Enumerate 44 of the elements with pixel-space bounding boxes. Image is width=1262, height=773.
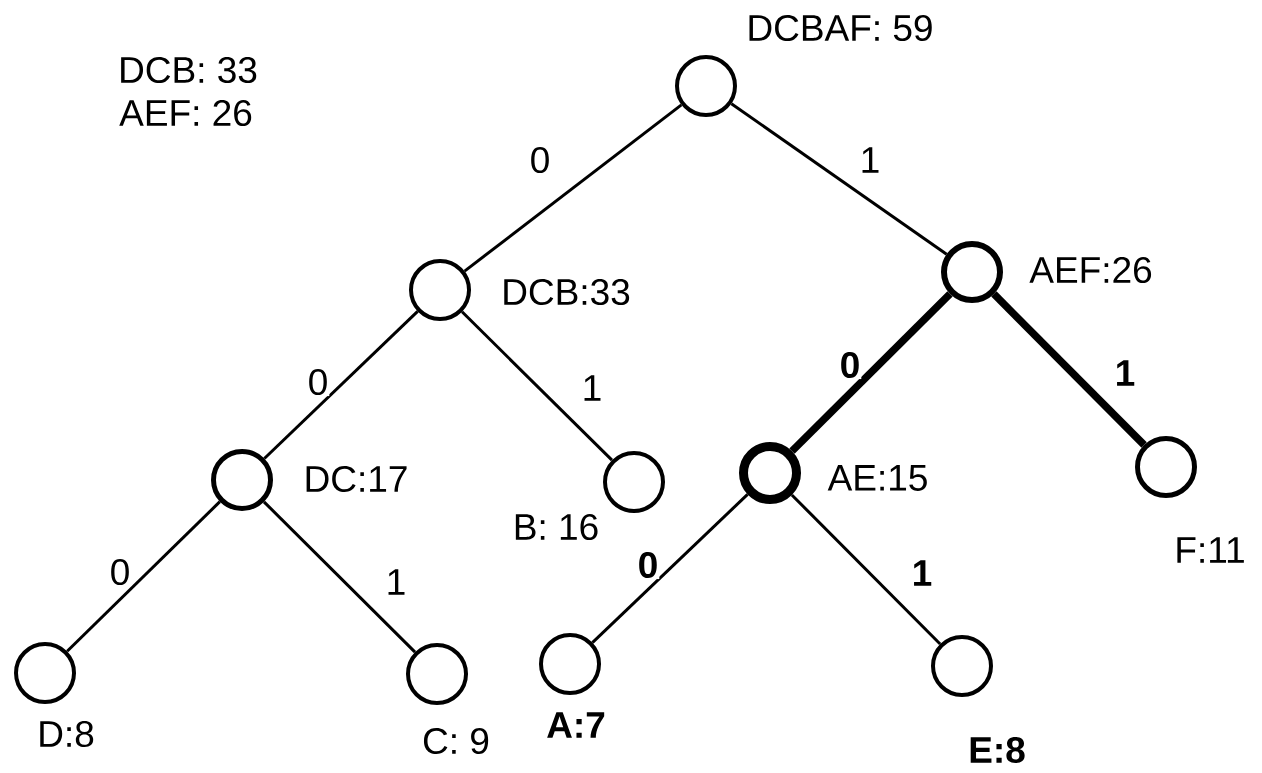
edge-label: 0 xyxy=(838,350,862,380)
tree-branch xyxy=(262,500,417,654)
tree-node-circle xyxy=(14,642,76,704)
tree-branch xyxy=(789,291,953,454)
edge-label: 1 xyxy=(384,568,408,596)
node-label: E:8 xyxy=(970,736,1025,764)
tree-branch xyxy=(463,103,683,273)
node-label: C: 9 xyxy=(423,727,489,755)
edge-label: 1 xyxy=(910,559,934,587)
tree-node-circle xyxy=(539,633,601,695)
node-label: DCB:33 xyxy=(504,278,630,306)
edge-label: 1 xyxy=(858,146,882,174)
tree-node-circle xyxy=(675,55,737,117)
tree-branch xyxy=(991,291,1147,448)
tree-branch xyxy=(263,310,419,460)
tree-node-circle xyxy=(409,259,471,321)
node-label: B: 16 xyxy=(515,513,598,541)
note-text: AEF: 26 xyxy=(119,99,252,127)
edge-label: 0 xyxy=(528,145,552,175)
node-label: F:11 xyxy=(1177,537,1244,563)
tree-branch xyxy=(790,493,942,646)
tree-node-circle xyxy=(406,643,468,705)
edge-label: 1 xyxy=(1113,359,1137,387)
node-label: AE:15 xyxy=(827,465,927,491)
node-label: A:7 xyxy=(547,712,605,738)
tree-node-circle xyxy=(941,241,1003,303)
note-text: DCB: 33 xyxy=(121,56,257,84)
edge-label: 0 xyxy=(636,550,660,580)
node-label: DC:17 xyxy=(306,465,407,493)
tree-branch xyxy=(66,500,221,653)
edge-label: 0 xyxy=(306,367,330,397)
tree-node-circle xyxy=(603,451,665,513)
tree-branch xyxy=(730,102,948,256)
edge-label: 1 xyxy=(580,374,604,402)
node-label: DCBAF: 59 xyxy=(749,14,932,42)
tree-node-circle xyxy=(211,449,273,511)
tree-branch xyxy=(591,493,749,644)
tree-node-circle xyxy=(739,442,801,504)
tree-branch xyxy=(461,310,614,462)
edge-label: 0 xyxy=(108,557,132,587)
node-label: AEF:26 xyxy=(1029,256,1152,284)
node-label: D:8 xyxy=(40,720,94,748)
tree-node-circle xyxy=(931,635,993,697)
tree-node-circle xyxy=(1135,436,1197,498)
